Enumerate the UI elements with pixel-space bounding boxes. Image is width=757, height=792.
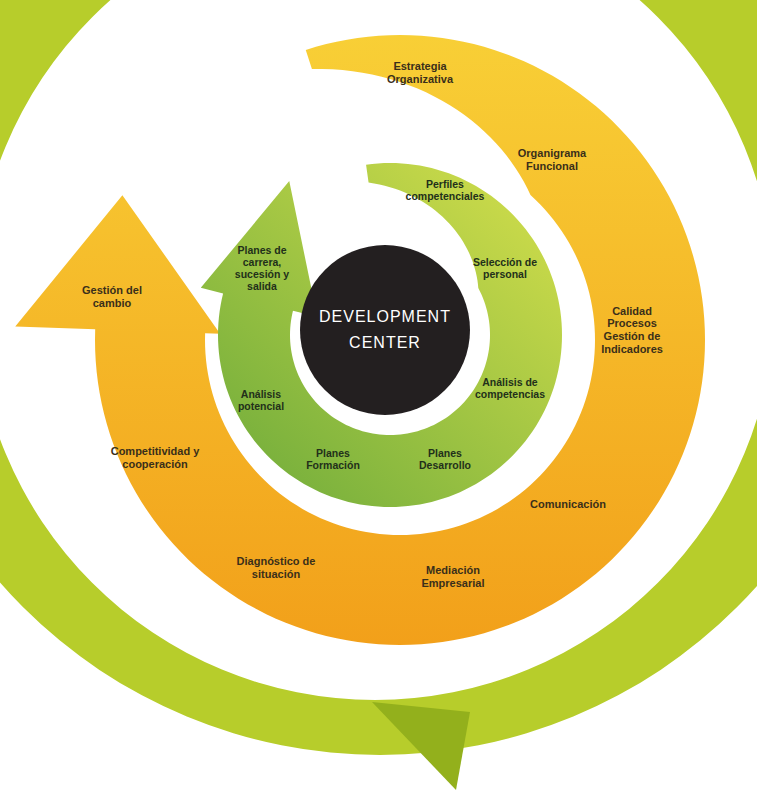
center-circle: DEVELOPMENT CENTER — [300, 245, 470, 415]
band-label: Planes Desarrollo — [409, 447, 481, 471]
band-label: Selección de personal — [468, 256, 542, 280]
speech-pointer — [372, 702, 470, 790]
band-label: Perfiles competenciales — [398, 178, 492, 202]
band-label: Estrategia Organizativa — [378, 60, 462, 85]
band-label: Análisis potencial — [229, 388, 293, 412]
band-label: Comunicación — [522, 498, 614, 511]
band-label: Planes de carrera, sucesión y salida — [228, 244, 296, 292]
band-label: Planes Formación — [299, 447, 367, 471]
band-label: Competitividad y cooperación — [104, 445, 206, 470]
lime-ring — [0, 0, 757, 755]
band-label: Calidad Procesos Gestión de Indicadores — [595, 305, 669, 356]
band-label: Mediación Empresarial — [410, 564, 496, 589]
inner-spiral-band-path — [201, 163, 562, 507]
band-label: Análisis de competencias — [469, 376, 551, 400]
band-label: Organigrama Funcional — [510, 147, 594, 172]
band-label: Gestión del cambio — [76, 284, 148, 309]
outer-spiral-band-path — [15, 35, 705, 645]
center-circle-shape — [300, 245, 470, 415]
center-title: DEVELOPMENT CENTER — [310, 304, 460, 355]
center-disc — [300, 245, 470, 415]
band-label: Diagnóstico de situación — [235, 555, 317, 580]
